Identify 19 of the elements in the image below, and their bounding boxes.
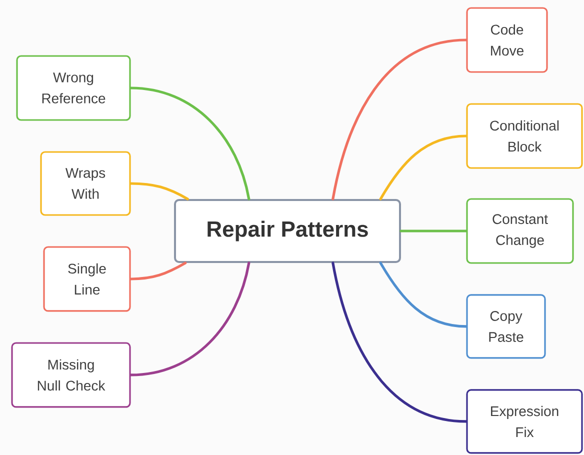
central-topic-box: Repair Patterns [174, 199, 401, 263]
topic-box: Missing Null Check [11, 342, 131, 408]
branch-line [130, 182, 189, 200]
branch-line [332, 262, 468, 423]
topic-box: Single Line [43, 246, 131, 312]
branch-line [130, 262, 250, 376]
topic-box: Wrong Reference [16, 55, 131, 121]
topic-box: Constant Change [466, 198, 574, 264]
branch-line [332, 38, 468, 200]
topic-box: Code Move [466, 7, 548, 73]
branch-line [130, 262, 187, 280]
branch-line [379, 134, 468, 200]
topic-box: Conditional Block [466, 103, 583, 169]
branch-line [379, 262, 468, 328]
topic-box: Expression Fix [466, 389, 583, 454]
topic-box: Wraps With [40, 151, 131, 216]
branch-line [130, 86, 250, 200]
branch-line [400, 230, 468, 232]
topic-box: Copy Paste [466, 294, 546, 359]
